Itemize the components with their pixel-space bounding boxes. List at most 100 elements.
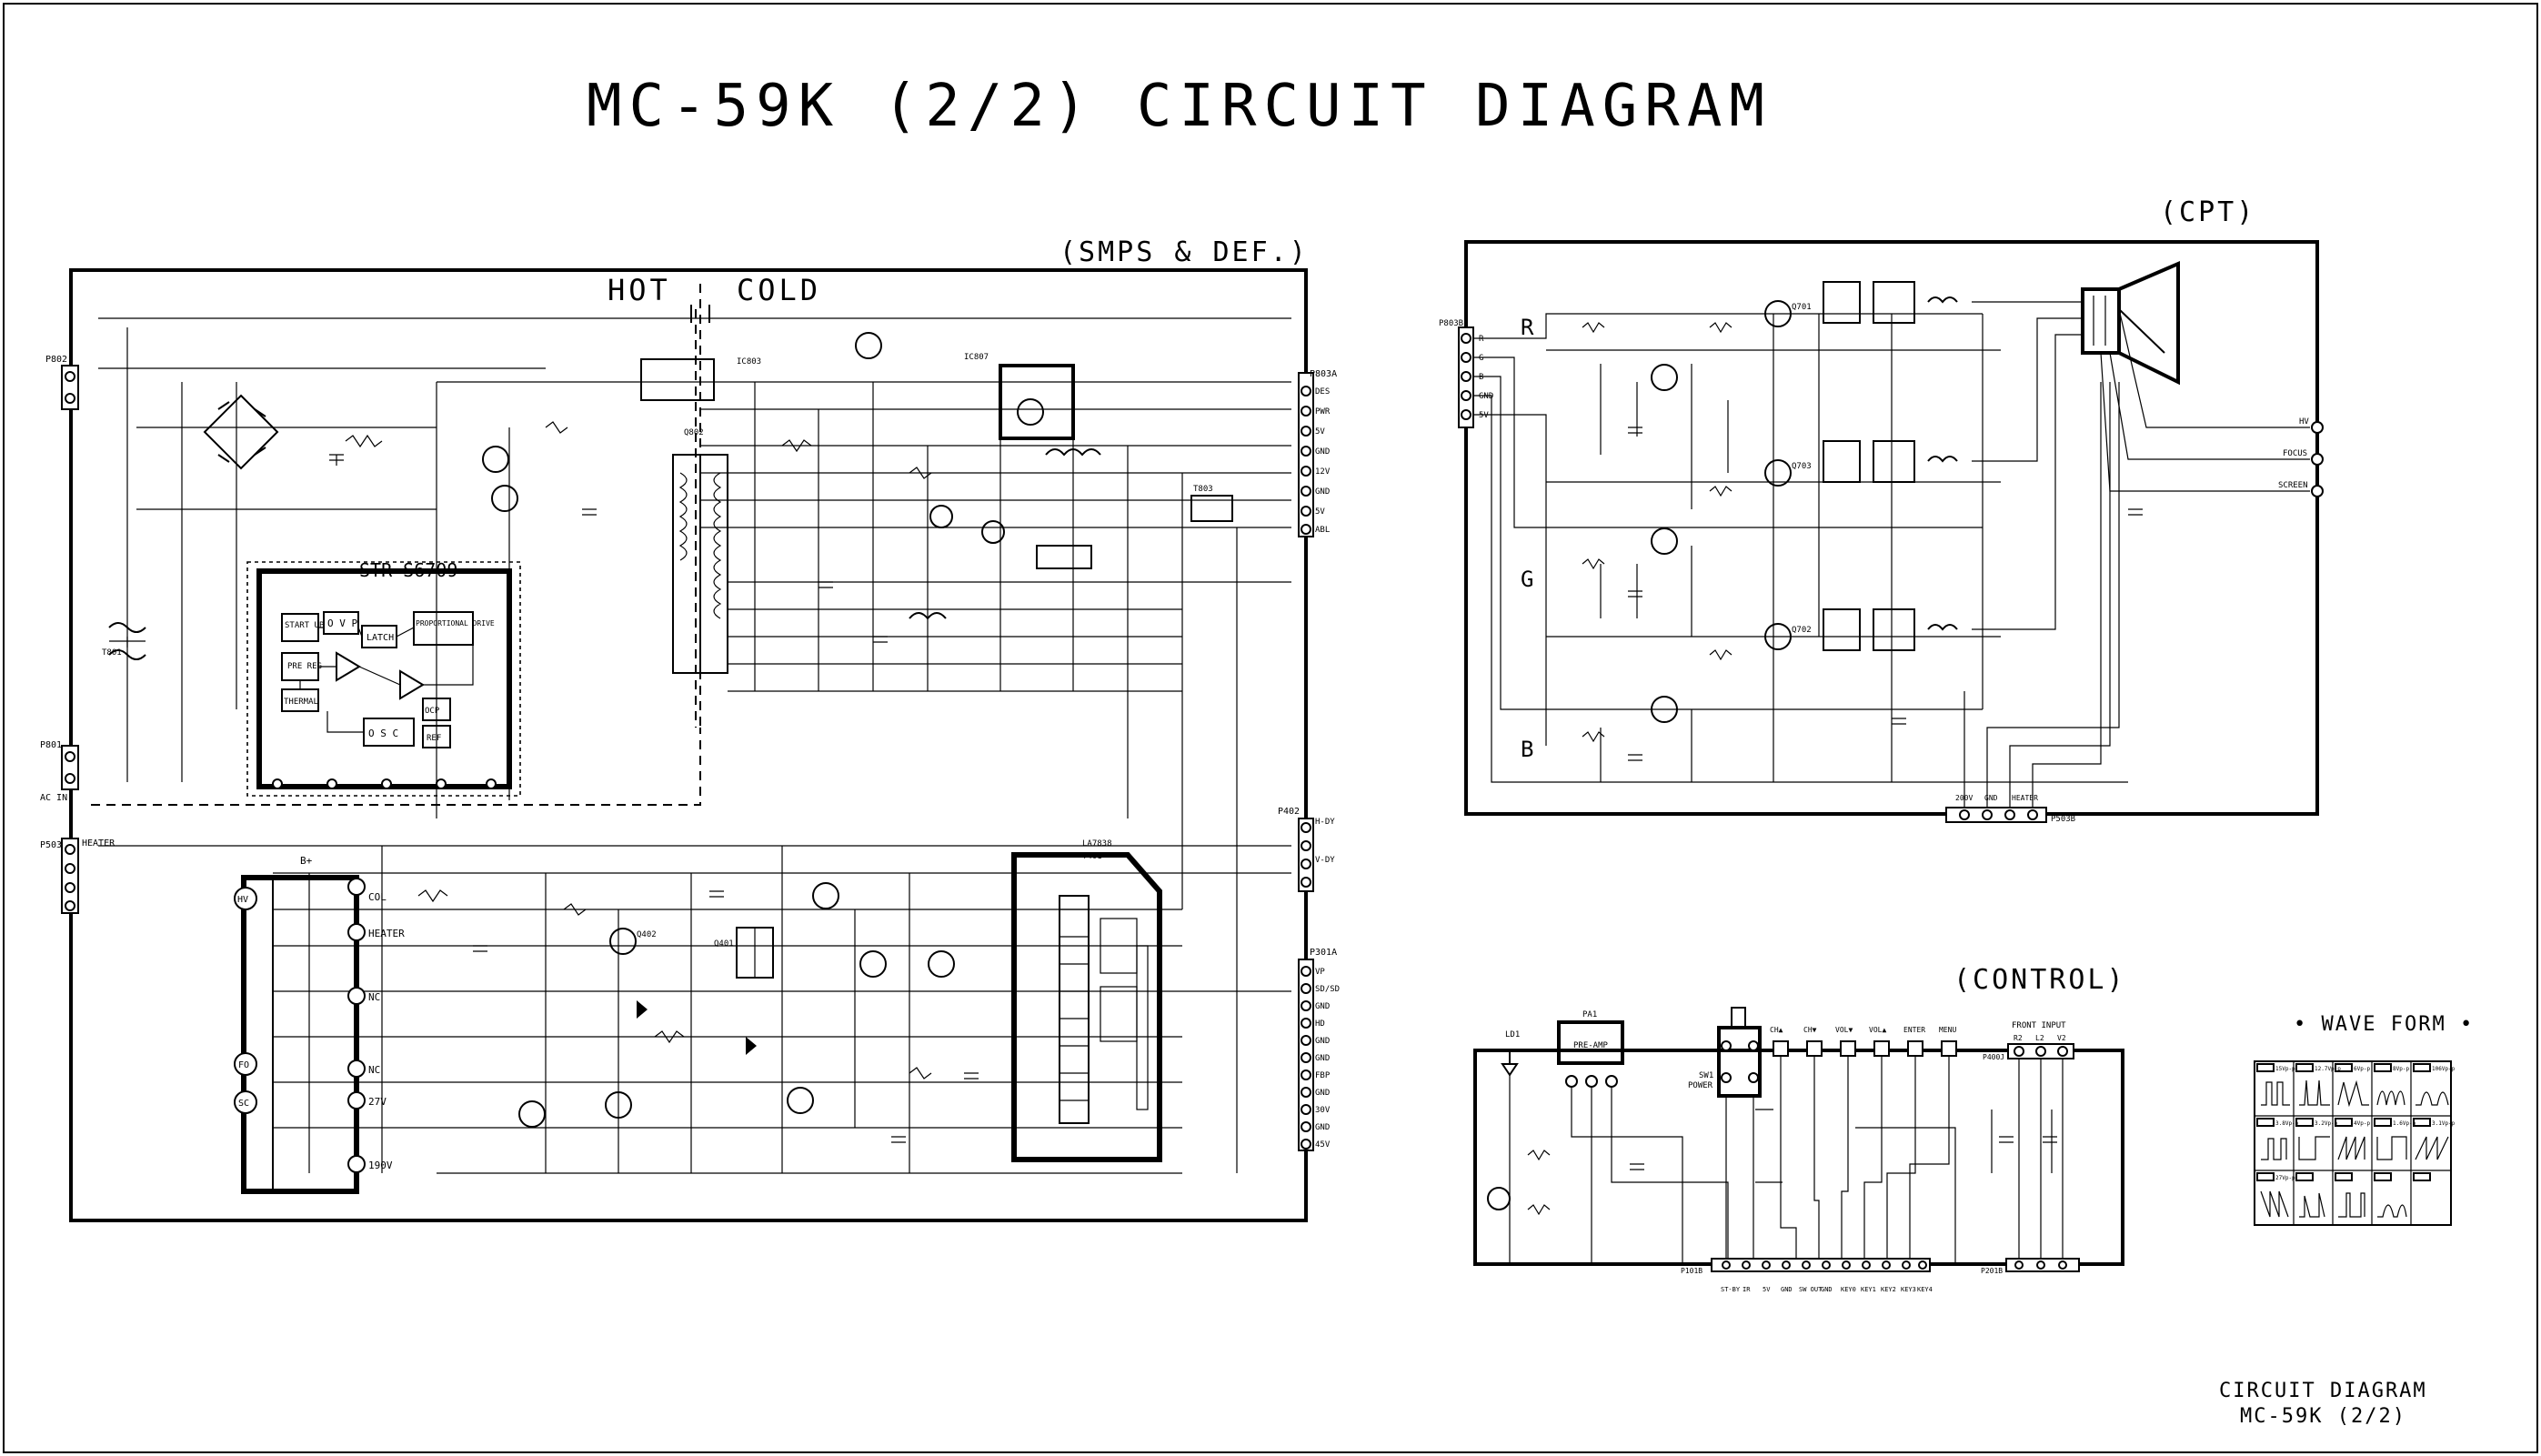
cpt-r-network [1823,281,1861,324]
cold-label: COLD [737,273,821,307]
transistor-q403 [787,1087,814,1114]
wf-11-trace [2260,1190,2289,1218]
channel-b-label: B [1521,737,1533,762]
ic-pin-3 [381,778,392,789]
wf-12-trace [2299,1192,2325,1218]
crt-bulb [2118,260,2180,386]
p301a-pin-sd: SD/SD [1315,985,1340,994]
vertical-ic-block-2 [1100,986,1138,1042]
sw1-pin3 [1721,1072,1732,1083]
p803b-label: P803B [1439,319,1463,328]
transistor-q704 [1651,364,1678,391]
transistor-q802 [482,446,509,473]
label-t401: Q401 [714,939,734,949]
footer-line-2: MC-59K (2/2) [2240,1405,2406,1428]
cpt-title: (CPT) [2160,196,2255,228]
label-la7838: T401 [1082,852,1102,861]
jack-l2-label: L2 [2035,1034,2044,1042]
fbt-pin-nc2-label: NC [368,1064,380,1076]
deflection-capacitors [473,890,979,1143]
p101b-pin-key0: KEY0 [1841,1286,1856,1293]
wf-11-value: 27Vp-p [2275,1175,2295,1181]
front-input-label: FRONT INPUT [2012,1021,2066,1030]
fbt-pin-nc1 [347,987,366,1005]
isolation-mark [690,305,710,323]
flyback-transformer [241,875,359,1194]
jack-v2-label: V2 [2057,1034,2066,1042]
ic-block-thermal-label: THERMAL [284,698,318,707]
ac-in-label: AC IN [40,793,67,803]
p803a-pin-gnd: GND [1315,447,1330,457]
p101b-pin-key3: KEY3 [1901,1286,1916,1293]
p101b-pin-swout: SW OUT [1799,1286,1823,1293]
transistor-q806 [929,505,953,528]
reset-ic807 [1190,495,1233,522]
control-wiring-keys [1780,1056,1950,1264]
p801-pin2 [65,773,75,784]
p503-label: P503 [40,840,62,850]
ic-block-ocp [422,698,451,721]
ic-block-ref [422,725,451,748]
fbt-hv-label: HV [237,895,248,905]
jack-l2 [2035,1046,2046,1057]
p301a-pin-gnd4: GND [1315,1089,1330,1098]
fbt-fo-label: FO [238,1060,249,1070]
deflection-resistors [417,889,932,1079]
wf-10-value: 3.1Vp-p [2432,1120,2456,1127]
cpt-b-peaking [1873,608,1915,651]
control-resistors [1527,1150,1551,1216]
transistor-q705 [1651,527,1678,555]
cpt-b-network [1823,608,1861,651]
p301a-pin-fbp: FBP [1315,1071,1331,1080]
wf-7-value: 3.2Vp-p [2315,1120,2338,1127]
p803b-pin-b: B [1479,373,1483,382]
fbt-screen-terminal [234,1090,257,1114]
p803a-pin-abl: ABL [1315,526,1330,535]
jack-v2 [2057,1046,2068,1057]
cpt-g-peaking [1873,440,1915,483]
sw1-pin1 [1721,1040,1732,1051]
transistor-q1 [1487,1187,1511,1210]
transistor-q702 [1764,623,1792,650]
p101b-pin-key2: KEY2 [1881,1286,1896,1293]
p503b-wires [1964,382,2120,808]
wf-5-value: 106Vp-p [2432,1066,2456,1072]
p803a-pin-12v: 12V [1315,467,1331,477]
label-t801: T801 [102,648,122,658]
ic-block-startup-label: START UP [285,621,325,630]
transistor-q402 [859,950,887,978]
secondary-verticals [754,382,1238,1173]
ic-label: STR-S6709 [359,559,457,581]
regulator-transistor [1017,398,1044,426]
page-frame [3,3,2538,1453]
power-switch-knob [1731,1007,1746,1029]
power-switch-sw1 [1717,1026,1762,1098]
crt-electrodes [2093,296,2106,346]
thermal-protection [1136,945,1149,1110]
ic-block-ocp-label: OCP [425,707,440,716]
fbt-pin-nc1-label: NC [368,991,380,1003]
transformer-windings [678,472,722,619]
p101b-pin-gnd2: GND [1821,1286,1833,1293]
bridge-diodes [217,401,266,463]
transistor-q805 [855,332,882,359]
p101b-pin-5v: 5V [1763,1286,1771,1293]
line-filter [108,622,146,660]
preamp-pin1 [1565,1075,1578,1088]
screen-terminal [2311,485,2324,497]
channel-r-label: R [1521,315,1534,340]
key-volup-label: VOL▲ [1869,1026,1886,1034]
p802-pin1 [65,371,75,382]
control-wiring-left [1509,1075,1754,1264]
p400j-label: P400J [1983,1053,2004,1061]
p101b-pin-stby: ST-BY [1721,1286,1741,1293]
p803b-pin-r: R [1479,335,1484,344]
wf-3-value: 6Vp-p [2354,1066,2370,1072]
p301a-pin-hd: HD [1315,1019,1325,1029]
p402-label: P402 [1278,807,1300,817]
preamp-pin2 [1585,1075,1598,1088]
wf-9-value: 1.6Vp-p [2393,1120,2416,1127]
p503b-pin-gnd: GND [1984,794,1998,802]
transistor-q405 [518,1100,546,1128]
